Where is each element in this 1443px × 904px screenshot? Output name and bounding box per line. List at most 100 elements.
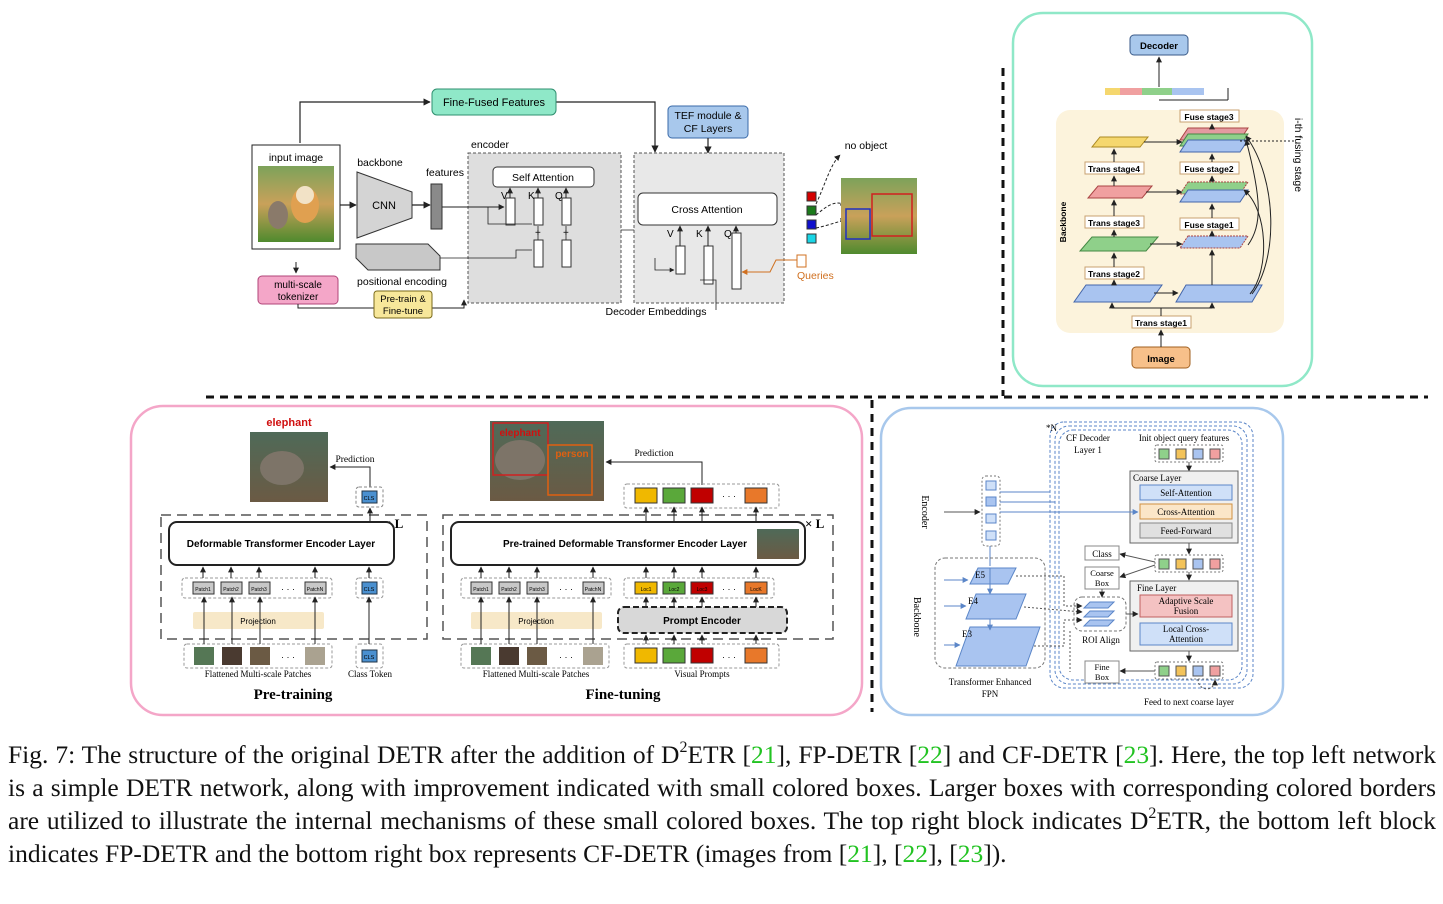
ref-23[interactable]: 23 xyxy=(1123,740,1150,769)
positional-encoding-label: positional encoding xyxy=(357,276,447,288)
enc-v: V xyxy=(501,191,508,202)
visual-prompt-4 xyxy=(744,647,768,664)
trans-stage-4: Trans stage4 xyxy=(1088,164,1140,174)
visual-prompts-label: Visual Prompts xyxy=(674,669,730,679)
prompt-out-1 xyxy=(634,487,658,504)
coarse-layer-label: Coarse Layer xyxy=(1133,473,1181,483)
cf-fine-box-label-2: Box xyxy=(1095,672,1110,682)
decoder-embeddings-label: Decoder Embeddings xyxy=(606,306,707,318)
ft-patch-n: PatchN xyxy=(585,587,602,593)
fine-layer-label: Fine Layer xyxy=(1137,583,1176,593)
patch-dots: · · · xyxy=(281,584,295,594)
ref-22-b[interactable]: 22 xyxy=(902,839,928,868)
fine-fused-label: Fine-Fused Features xyxy=(443,97,546,109)
d2etr-image-label: Image xyxy=(1147,354,1174,365)
d2etr-frame xyxy=(1011,11,1314,388)
ref-22[interactable]: 22 xyxy=(917,740,943,769)
query-square-1 xyxy=(806,191,817,202)
elephant-label-2: elephant xyxy=(499,428,541,439)
figure: Fine-Fused Features TEF module & CF Laye… xyxy=(129,11,1428,717)
ref-23-b[interactable]: 23 xyxy=(957,839,984,868)
projection-box-1 xyxy=(193,612,324,629)
query-square-4 xyxy=(806,233,817,244)
fpn-label-2: FPN xyxy=(982,689,999,699)
cf-class-box xyxy=(1084,545,1120,561)
prompt-out-3 xyxy=(690,487,714,504)
visual-prompt-dots: · · · xyxy=(722,652,736,662)
loc-box-1 xyxy=(634,581,658,595)
d2etr-diagram: Decoder Fuse stage3 Fuse stage2 Fuse sta… xyxy=(1011,11,1314,388)
backbone-label: backbone xyxy=(357,157,403,169)
caption-text-7: ], [ xyxy=(872,839,903,868)
input-image-label: input image xyxy=(269,152,323,164)
tokenizer-label-2: tokenizer xyxy=(278,292,319,303)
local-cross-label-1: Local Cross- xyxy=(1163,624,1209,634)
cf-query-mid-1 xyxy=(1158,558,1170,570)
ref-21[interactable]: 21 xyxy=(751,740,777,769)
cf-query-bot-1 xyxy=(1158,665,1170,677)
ref-21-b[interactable]: 21 xyxy=(847,839,873,868)
cls-token-mid: CLS xyxy=(364,587,375,593)
cf-query-mid-4 xyxy=(1209,558,1221,570)
enc-q: Q xyxy=(555,191,563,202)
cf-self-attention: Self-Attention xyxy=(1160,488,1212,498)
loc-box-k xyxy=(744,581,768,595)
pretrain-box xyxy=(373,290,433,319)
output-image xyxy=(841,178,917,254)
dec-q: Q xyxy=(724,229,732,240)
cf-query-bot-3 xyxy=(1192,665,1204,677)
fusing-stage-label: i-th fusing stage xyxy=(1292,118,1304,192)
fpdetr-frame xyxy=(129,404,864,717)
loc-3: Loc3 xyxy=(697,587,708,593)
caption-text-9: ]). xyxy=(983,839,1007,868)
features-block xyxy=(430,183,443,230)
flattened-label-2: Flattened Multi-scale Patches xyxy=(483,669,590,679)
cf-query-top-2 xyxy=(1175,448,1187,460)
queries-box xyxy=(796,254,807,268)
fuse-stage-1: Fuse stage1 xyxy=(1184,220,1233,230)
init-query-label: Init object query features xyxy=(1139,433,1230,443)
ft-patch-1: Patch1 xyxy=(473,587,489,593)
prediction-label-1: Prediction xyxy=(335,455,374,465)
caption-text-2: ETR [ xyxy=(687,740,752,769)
caption-text-3: ], FP-DETR [ xyxy=(776,740,918,769)
pretrain-label-1: Pre-train & xyxy=(380,294,426,305)
cf-decoder-label-2: Layer 1 xyxy=(1074,445,1102,455)
cross-attention-box xyxy=(637,192,778,226)
cf-query-top-4 xyxy=(1209,448,1221,460)
prompt-out-2 xyxy=(662,487,686,504)
patch-n: PatchN xyxy=(307,587,324,593)
caption-text-8: ], [ xyxy=(927,839,958,868)
fpn-label-1: Transformer Enhanced xyxy=(949,677,1032,687)
figure-caption: Fig. 7: The structure of the original DE… xyxy=(8,738,1436,870)
self-attention-label: Self Attention xyxy=(512,172,574,184)
self-attention-box xyxy=(492,166,595,188)
feed-next-label: Feed to next coarse layer xyxy=(1144,697,1234,707)
ft-patch-2: Patch2 xyxy=(501,587,517,593)
tef-label-1: TEF module & xyxy=(674,110,741,122)
patch-image-dots: · · · xyxy=(281,652,295,662)
queries-label: Queries xyxy=(797,270,834,282)
cf-coarse-box-label-1: Coarse xyxy=(1090,568,1114,578)
fuse-stage-3: Fuse stage3 xyxy=(1184,112,1233,122)
ft-image-dots: · · · xyxy=(559,652,573,662)
cf-n-label: *N xyxy=(1046,423,1058,433)
cross-attention-label: Cross Attention xyxy=(671,204,742,216)
pretrained-encoder-box xyxy=(450,521,806,566)
times-l-2: × L xyxy=(805,516,825,531)
projection-label-1: Projection xyxy=(240,617,276,626)
patch-3: Patch3 xyxy=(251,587,267,593)
d2etr-decoder-box xyxy=(1129,34,1189,56)
cls-pred: CLS xyxy=(364,496,375,502)
cf-backbone-label: Backbone xyxy=(911,597,922,638)
cf-feed-forward: Feed-Forward xyxy=(1161,526,1212,536)
prompt-encoder-label: Prompt Encoder xyxy=(663,616,741,627)
roi-align-label: ROI Align xyxy=(1082,635,1120,645)
pretraining-title: Pre-training xyxy=(254,687,333,703)
loc-box-2 xyxy=(662,581,686,595)
cls-token-bottom: CLS xyxy=(364,655,375,661)
pretrain-repeat-box xyxy=(160,514,428,640)
cnn-label: CNN xyxy=(372,200,396,212)
adaptive-label-2: Fusion xyxy=(1174,606,1199,616)
person-label: person xyxy=(555,449,588,460)
